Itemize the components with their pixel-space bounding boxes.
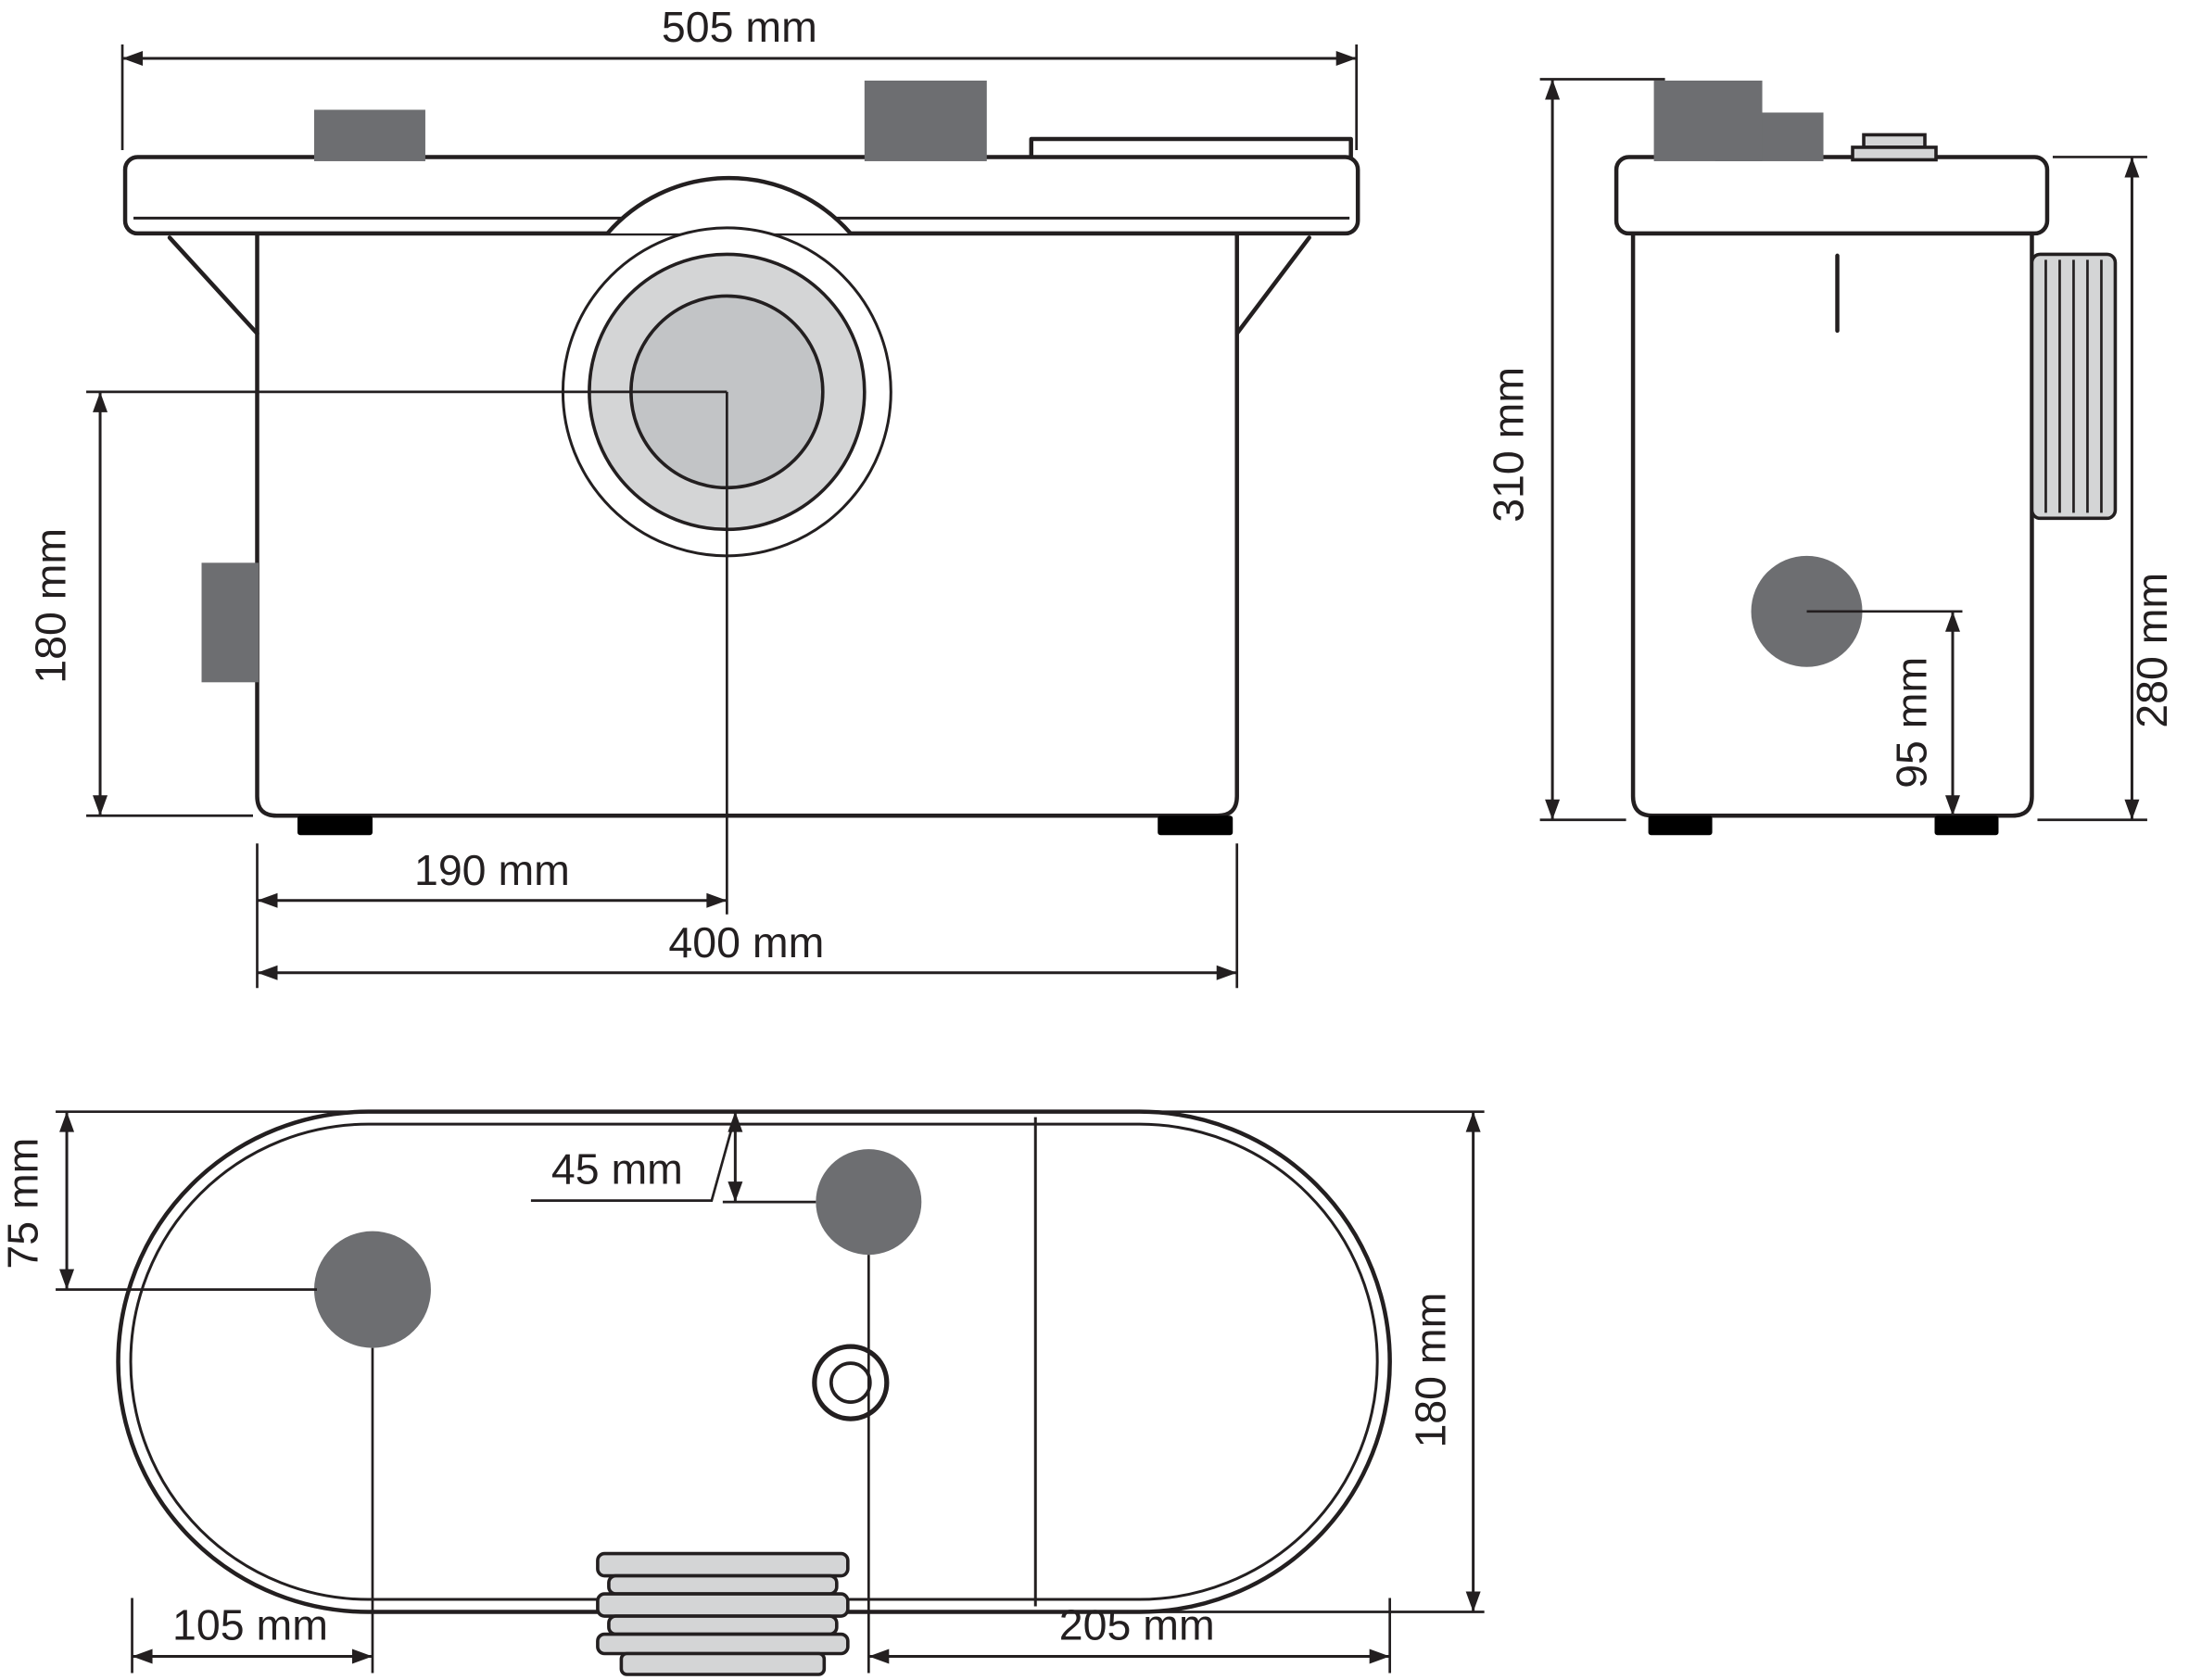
dim-label-180-front: 180 mm xyxy=(27,528,75,684)
bellows-band xyxy=(596,1551,850,1578)
side-view: 310 mm 95 mm 280 mm xyxy=(1485,78,2176,836)
front-view: 505 mm 180 mm xyxy=(27,3,1360,989)
discharge-bellows-side xyxy=(2030,252,2118,521)
foot-left xyxy=(297,815,373,836)
side-dim-outlet-height: 95 mm xyxy=(1806,610,1963,816)
dim-label-400: 400 mm xyxy=(668,918,824,966)
top-dim-right-span: 205 mm xyxy=(867,1255,1392,1674)
dim-label-505: 505 mm xyxy=(662,3,817,51)
dim-label-45: 45 mm xyxy=(551,1145,683,1194)
top-inlet-left xyxy=(313,1231,431,1348)
side-dim-body-height: 280 mm xyxy=(2037,156,2176,822)
bellows-band xyxy=(596,1592,850,1618)
dim-label-105: 105 mm xyxy=(172,1601,328,1649)
dim-label-310: 310 mm xyxy=(1485,367,1533,523)
foot-right-side xyxy=(1934,815,1999,836)
dim-label-205: 205 mm xyxy=(1059,1601,1215,1649)
lid-gusset-right xyxy=(1234,235,1311,336)
dim-label-280: 280 mm xyxy=(2128,573,2176,728)
top-dim-depth: 180 mm xyxy=(1142,1110,1485,1613)
top-dim-center-inlet-offset: 45 mm xyxy=(530,1111,816,1204)
front-dim-base-width: 400 mm xyxy=(257,843,1239,989)
foot-right xyxy=(1158,815,1234,836)
tank-outline-top xyxy=(116,1109,1392,1614)
dim-label-190: 190 mm xyxy=(414,846,570,894)
lid-cap-center xyxy=(864,80,987,161)
front-dim-top-width: 505 mm xyxy=(120,3,1359,150)
leader-line xyxy=(530,1115,737,1202)
vent-fitting-base xyxy=(1851,145,1938,162)
discharge-bellows-top xyxy=(596,1551,850,1676)
lid-dome xyxy=(605,175,853,235)
bellows-band xyxy=(607,1573,839,1596)
top-dim-left-offset: 105 mm xyxy=(131,1347,374,1674)
lid-gusset-left xyxy=(167,235,259,336)
dim-label-95: 95 mm xyxy=(1888,657,1936,789)
front-dim-left-height: 180 mm xyxy=(27,390,728,817)
vent-ring-inner xyxy=(829,1361,872,1404)
dim-label-75: 75 mm xyxy=(0,1138,47,1269)
vent-fitting-top xyxy=(1862,133,1927,149)
top-dim-left-inlet-offset: 75 mm xyxy=(0,1110,370,1291)
side-dim-total-height: 310 mm xyxy=(1485,78,1665,822)
foot-left-side xyxy=(1648,815,1713,836)
side-inlet-spigot xyxy=(201,562,259,683)
tank-lid-side xyxy=(1613,155,2050,236)
lid-cap-front xyxy=(1653,80,1763,161)
tank-body-side xyxy=(1630,231,2034,818)
front-dim-inlet-center: 190 mm xyxy=(256,391,728,989)
lid-cap-left xyxy=(313,109,425,161)
top-inlet-center xyxy=(816,1149,922,1256)
top-view: 75 mm 45 mm 180 mm 105 mm 20 xyxy=(0,1109,1485,1676)
bellows-band xyxy=(596,1632,850,1656)
dim-label-180-top: 180 mm xyxy=(1407,1293,1455,1448)
bellows-collar xyxy=(619,1651,827,1676)
bellows-band xyxy=(607,1614,839,1636)
